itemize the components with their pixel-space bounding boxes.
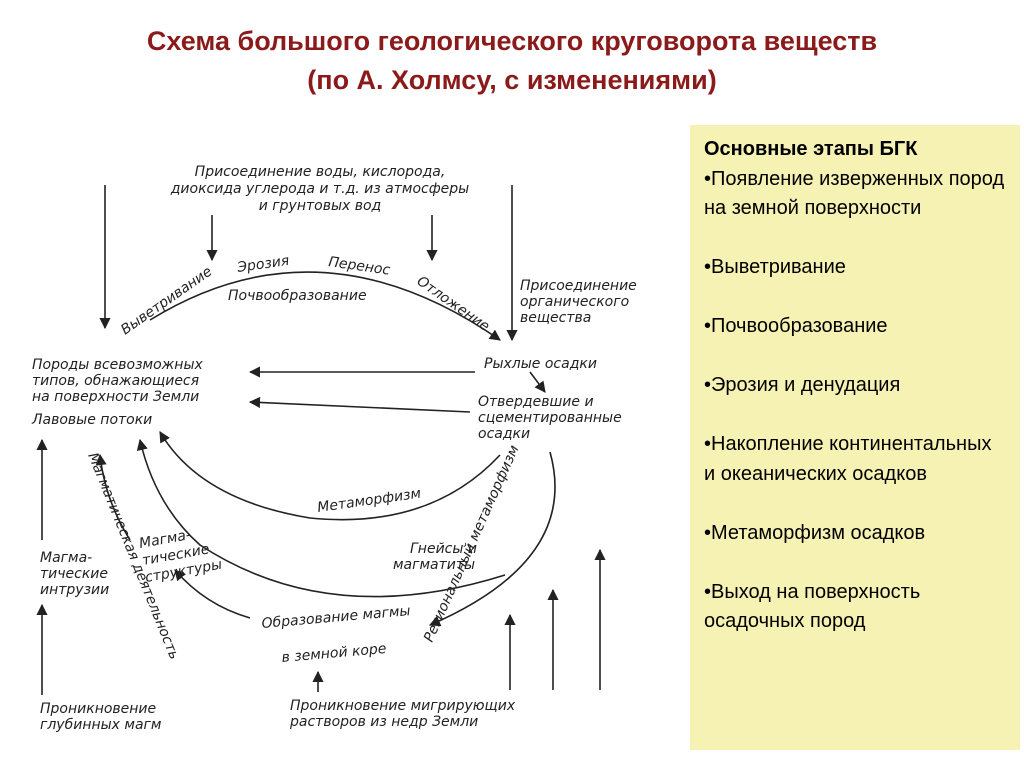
arc-metamorphism-return [159, 431, 311, 519]
stage-item: •Метаморфизм осадков [704, 521, 926, 544]
stage-item: •Выход на поверхность осадочных пород [704, 580, 921, 633]
label-deposition: Отложение [414, 273, 493, 335]
stage-item: •Выветривание [704, 256, 846, 278]
label-loose-sediments: Рыхлые осадки [484, 356, 597, 372]
organic-note: Присоединение органического вещества [520, 278, 637, 326]
migrating-solutions-label: Проникновение мигрирующих растворов из н… [289, 698, 516, 730]
svg-text:Присоединение: Присоединение [520, 278, 637, 294]
arc-regional-metamorphism [428, 451, 556, 627]
svg-text:Породы всевозможных: Породы всевозможных [32, 357, 203, 373]
magma-formation-label: Образование магмы в земной коре [261, 603, 411, 666]
label-erosion: Эрозия [235, 253, 290, 276]
title-line-2: (по А. Холмсу, с изменениями) [307, 65, 717, 95]
stage-item: •Накопление континентальных и океаническ… [704, 433, 992, 485]
svg-text:вещества: вещества [520, 310, 591, 326]
svg-text:Гнейсы и: Гнейсы и [410, 541, 477, 557]
svg-text:глубинных магм: глубинных магм [40, 717, 162, 733]
svg-text:Отвердевшие и: Отвердевшие и [478, 394, 594, 410]
cycle-arrows [36, 185, 606, 695]
svg-text:и грунтовых вод: и грунтовых вод [259, 198, 382, 214]
page-title: Схема большого геологического круговорот… [0, 22, 1024, 100]
svg-text:растворов из недр Земли: растворов из недр Земли [289, 714, 478, 730]
arc-magma-to-structures [174, 569, 251, 619]
cemented-sediments-label: Отвердевшие и сцементированные осадки [478, 394, 622, 442]
arc-weathering-deposition [149, 271, 501, 341]
svg-text:типов, обнажающиеся: типов, обнажающиеся [32, 373, 199, 389]
arrow-loose-to-cemented [529, 371, 546, 393]
geological-cycle-diagram: Присоединение воды, кислорода, диоксида … [31, 164, 637, 733]
label-lava-flows: Лавовые потоки [31, 412, 152, 428]
title-line-1: Схема большого геологического круговорот… [146, 26, 878, 56]
svg-text:Присоединение воды, кислорода,: Присоединение воды, кислорода, [195, 164, 446, 180]
panel-heading: Основные этапы БГК [704, 138, 918, 160]
svg-text:Магма-: Магма- [40, 550, 92, 566]
svg-text:сцементированные: сцементированные [478, 410, 622, 426]
svg-text:в земной коре: в земной коре [281, 641, 387, 666]
label-transport: Перенос [327, 254, 391, 279]
gneisses-label: Гнейсы и магматиты [393, 541, 477, 573]
svg-text:органического: органического [520, 294, 629, 310]
stage-item: •Появление изверженных пород на земной п… [704, 167, 1005, 220]
arc-gneiss-to-lava [136, 438, 506, 598]
stage-item: •Эрозия и денудация [704, 374, 901, 396]
svg-text:Проникновение мигрирующих: Проникновение мигрирующих [290, 698, 516, 714]
svg-text:интрузии: интрузии [40, 582, 109, 598]
svg-text:диоксида углерода и т.д. из ат: диоксида углерода и т.д. из атмосферы [170, 181, 469, 197]
stage-item: •Почвообразование [704, 315, 888, 337]
label-soil-formation: Почвообразование [228, 288, 367, 304]
label-weathering: Выветривание [118, 264, 215, 339]
svg-text:тические: тические [40, 566, 108, 582]
stages-panel: Основные этапы БГК •Появление изверженны… [690, 125, 1020, 750]
svg-text:на поверхности Земли: на поверхности Земли [32, 389, 199, 405]
rocks-exposed-label: Породы всевозможных типов, обнажающиеся … [32, 357, 203, 405]
svg-text:Проникновение: Проникновение [40, 701, 156, 717]
top-note: Присоединение воды, кислорода, диоксида … [170, 164, 469, 214]
arc-metamorphism [309, 454, 501, 521]
svg-text:магматиты: магматиты [393, 557, 475, 573]
svg-text:осадки: осадки [478, 426, 530, 442]
deep-magma-label: Проникновение глубинных магм [40, 701, 162, 733]
svg-text:Образование магмы: Образование магмы [261, 603, 411, 632]
arc-magmatic-activity [95, 453, 131, 541]
magmatic-intrusions-label: Магма- тические интрузии [40, 550, 109, 598]
magmatic-structures-label: Магма- тические структуры [138, 527, 223, 586]
arrow-cemented-to-rocks [248, 396, 471, 413]
